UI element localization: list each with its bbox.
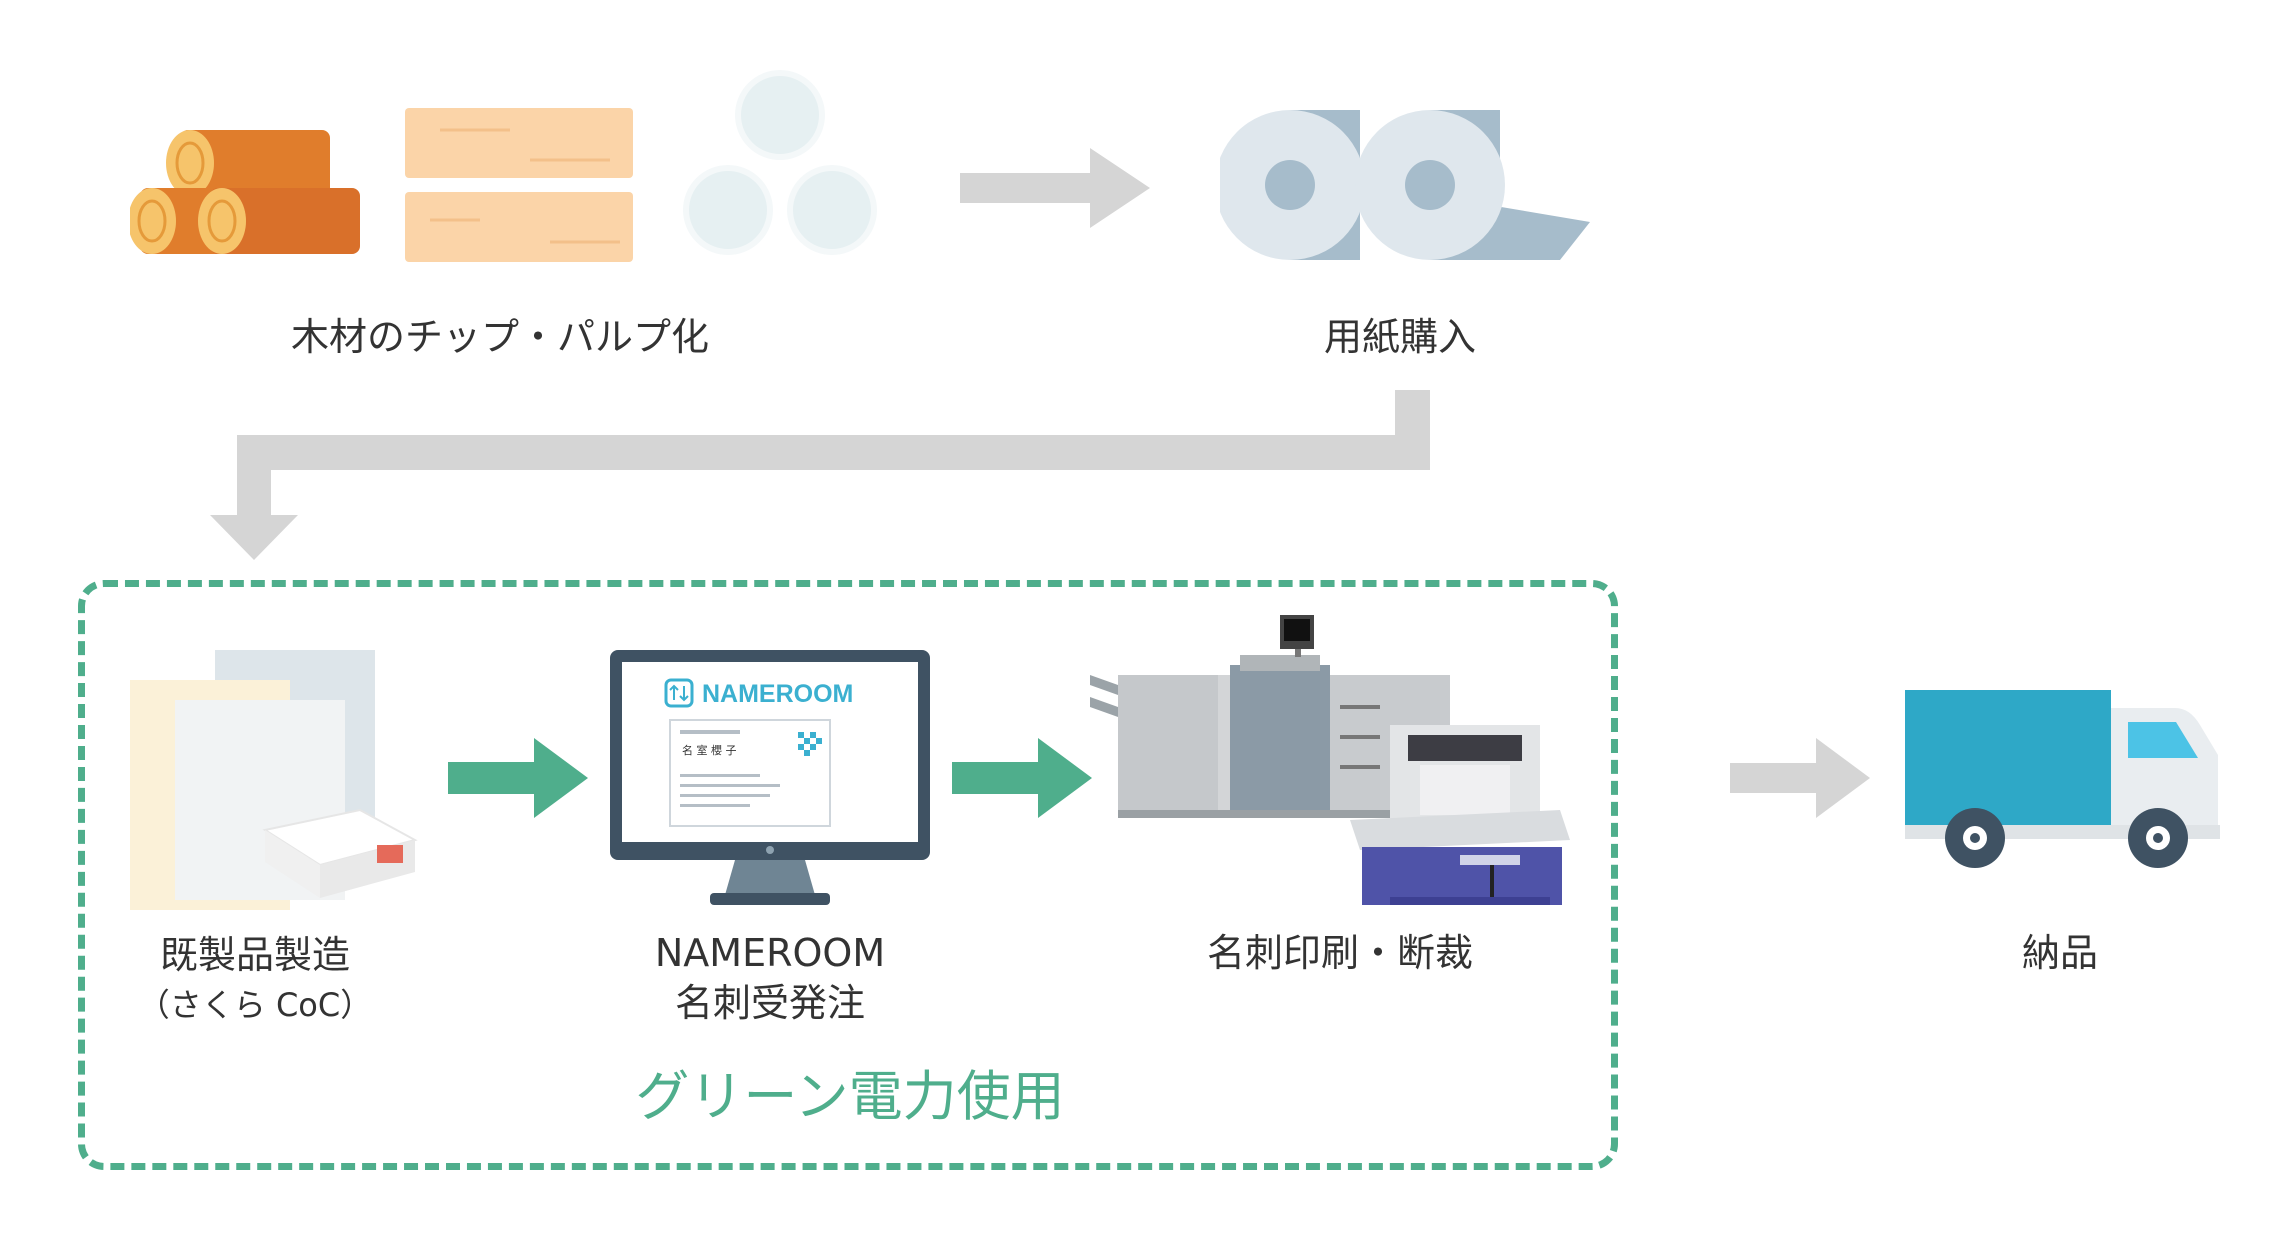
green-power-label: グリーン電力使用 (635, 1065, 1065, 1128)
green-arrow-right-icon (952, 738, 1092, 818)
truck-illustration (1900, 680, 2230, 880)
manufacturing-illustration (125, 640, 425, 910)
monitor-illustration: NAMEROOM 名 室 櫻 子 (610, 650, 930, 910)
log-icon (166, 130, 330, 196)
manufacturing-label: 既製品製造 (159, 933, 350, 977)
delivery-label: 納品 (2021, 931, 2098, 975)
nameroom-logo-icon (664, 678, 694, 708)
nameroom-brand-text: NAMEROOM (702, 680, 853, 708)
truck-icon (1905, 690, 2220, 868)
wood-pulp-label: 木材のチップ・パルプ化 (290, 315, 709, 359)
arrow-right-icon (960, 148, 1150, 228)
log-icon (198, 188, 360, 254)
plank-icon (405, 108, 633, 178)
green-arrow-right-icon (448, 738, 588, 818)
paper-roll-icon (1220, 110, 1365, 260)
connector-arrow (210, 390, 1440, 570)
printing-illustration (1090, 615, 1580, 915)
business-card: 名 室 櫻 子 (669, 719, 831, 827)
plank-icon (405, 192, 633, 262)
pulp-ball-icon (683, 70, 877, 255)
printing-cutting-label: 名刺印刷・断裁 (1206, 931, 1473, 975)
green-power-zone (78, 580, 1618, 1170)
wood-pulp-illustration (130, 60, 890, 280)
paper-roll-icon (1355, 110, 1590, 260)
paper-purchase-label: 用紙購入 (1323, 315, 1476, 359)
manufacturing-sublabel: （さくら CoC） (137, 986, 373, 1024)
nameroom-label-line2: 名刺受発注 (674, 981, 865, 1025)
cutter-icon (1350, 725, 1570, 905)
box-icon (262, 808, 418, 898)
nameroom-label-line1: NAMEROOM (654, 931, 886, 975)
arrow-right-icon (1730, 738, 1870, 818)
paper-roll-illustration (1220, 100, 1600, 280)
business-card-name: 名 室 櫻 子 (682, 743, 737, 757)
